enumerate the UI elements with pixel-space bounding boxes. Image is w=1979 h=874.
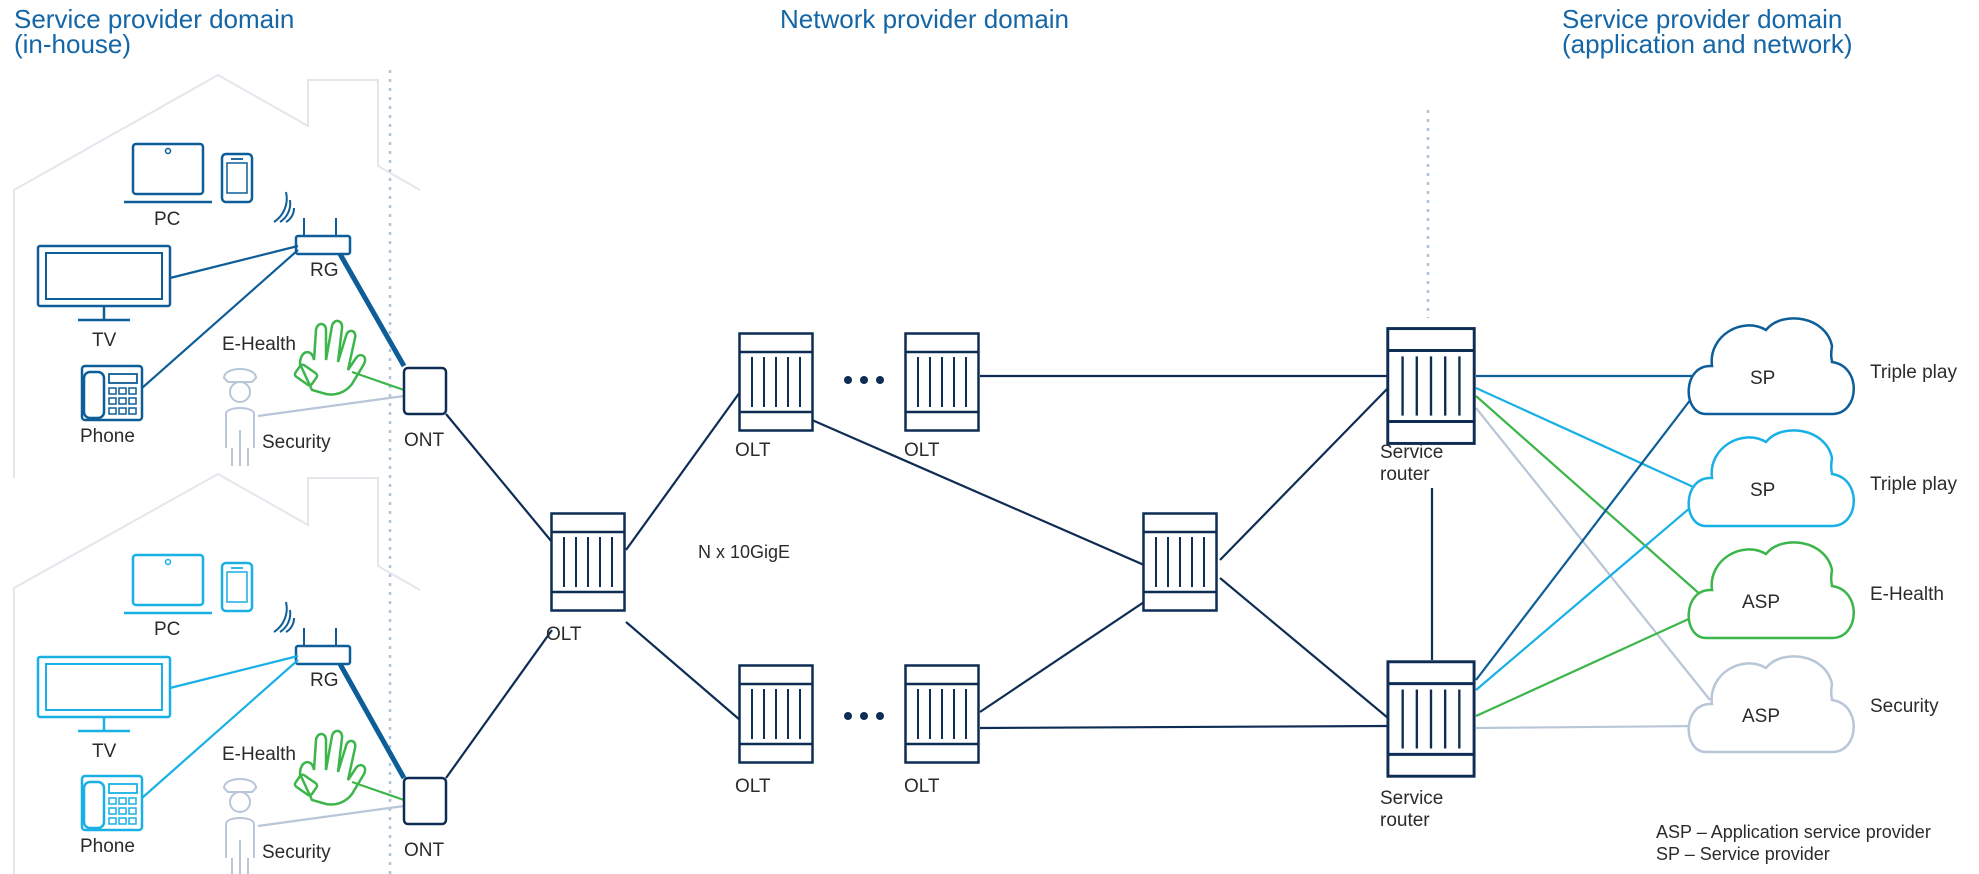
service-router-top-device (1386, 326, 1476, 446)
hand-sensor-icon (293, 729, 367, 806)
rg-label: RG (310, 260, 339, 281)
olt-root-device (550, 512, 626, 612)
home-bottom: PC TV Phone (36, 553, 448, 874)
cloud-asp-1: ASP (1687, 541, 1855, 640)
legend-sp: SP – Service provider (1656, 844, 1830, 864)
cloud-asp-2: ASP (1687, 655, 1855, 754)
tv-label: TV (92, 330, 117, 351)
pc-label: PC (154, 619, 180, 640)
smartphone-icon (220, 152, 254, 204)
ont-device (402, 366, 448, 416)
link-rg-ont (337, 252, 407, 368)
olt-bottom-b-label: OLT (904, 776, 940, 797)
header-right-line1: Service provider domain (1562, 4, 1842, 34)
security-label: Security (262, 842, 331, 863)
house-outline-bottom (13, 472, 421, 874)
ont-label: ONT (404, 430, 445, 451)
ont-device (402, 776, 448, 826)
olt-bottom-a-label: OLT (735, 776, 771, 797)
laptop-icon (124, 142, 212, 204)
ont-label: ONT (404, 840, 445, 861)
link-tv-rg (169, 244, 299, 280)
cloud-sp-1: SP (1687, 317, 1855, 416)
hand-sensor-icon (293, 319, 367, 396)
rg-label: RG (310, 670, 339, 691)
service-router-bottom-device (1386, 660, 1476, 778)
guard-person-icon (222, 778, 258, 874)
service-router-bottom-label-line1: Service (1380, 788, 1443, 809)
service-label-triple-play-1: Triple play (1870, 362, 1957, 383)
cloud-asp-2-label: ASP (1742, 706, 1780, 727)
guard-person-icon (222, 368, 258, 466)
router-gateway-icon (273, 601, 352, 666)
service-router-top-label-line2: router (1380, 464, 1430, 485)
olt-top-b-device (904, 332, 980, 432)
ehealth-label: E-Health (222, 744, 296, 765)
link-phone-rg (141, 659, 299, 799)
tv-icon (36, 655, 172, 733)
header-left-line2: (in-house) (14, 29, 131, 59)
ellipsis-top (844, 376, 884, 384)
header-center: Network provider domain (780, 4, 1069, 34)
ellipsis-bottom (844, 712, 884, 720)
router-gateway-icon (273, 191, 352, 256)
link-security-ont (257, 804, 405, 828)
home-top: PC TV Phone (36, 142, 448, 466)
network-links (445, 374, 1434, 779)
ehealth-label: E-Health (222, 334, 296, 355)
tv-label: TV (92, 741, 117, 762)
security-label: Security (262, 432, 331, 453)
link-capacity-label: N x 10GigE (698, 542, 790, 562)
olt-bottom-a-device (738, 664, 814, 764)
service-label-triple-play-2: Triple play (1870, 474, 1957, 495)
olt-top-b-label: OLT (904, 440, 940, 461)
pc-label: PC (154, 209, 180, 230)
desk-phone-icon (80, 774, 144, 832)
link-security-ont (257, 394, 405, 418)
smartphone-icon (220, 561, 254, 613)
house-outline-top (13, 73, 421, 478)
header-left-line1: Service provider domain (14, 4, 294, 34)
legend-asp: ASP – Application service provider (1656, 822, 1931, 842)
cloud-sp-2-label: SP (1750, 480, 1775, 501)
header-right-line2: (application and network) (1562, 29, 1853, 59)
link-phone-rg (141, 249, 299, 389)
phone-label: Phone (80, 836, 135, 857)
cloud-sp-1-label: SP (1750, 368, 1775, 389)
olt-top-a-device (738, 332, 814, 432)
olt-root-label: OLT (546, 624, 582, 645)
provider-links (1475, 374, 1711, 730)
link-ehealth-ont (351, 370, 405, 392)
service-router-top-label-line1: Service (1380, 442, 1443, 463)
tv-icon (36, 244, 172, 322)
laptop-icon (124, 553, 212, 615)
desk-phone-icon (80, 364, 144, 422)
cloud-asp-1-label: ASP (1742, 592, 1780, 613)
cloud-sp-2: SP (1687, 429, 1855, 528)
phone-label: Phone (80, 426, 135, 447)
link-ehealth-ont (351, 780, 405, 802)
olt-top-a-label: OLT (735, 440, 771, 461)
link-tv-rg (169, 654, 299, 690)
link-rg-ont (337, 662, 407, 780)
aggregation-switch-device (1142, 512, 1218, 612)
service-label-ehealth: E-Health (1870, 584, 1944, 605)
service-router-bottom-label-line2: router (1380, 810, 1430, 831)
service-label-security: Security (1870, 696, 1939, 717)
olt-bottom-b-device (904, 664, 980, 764)
